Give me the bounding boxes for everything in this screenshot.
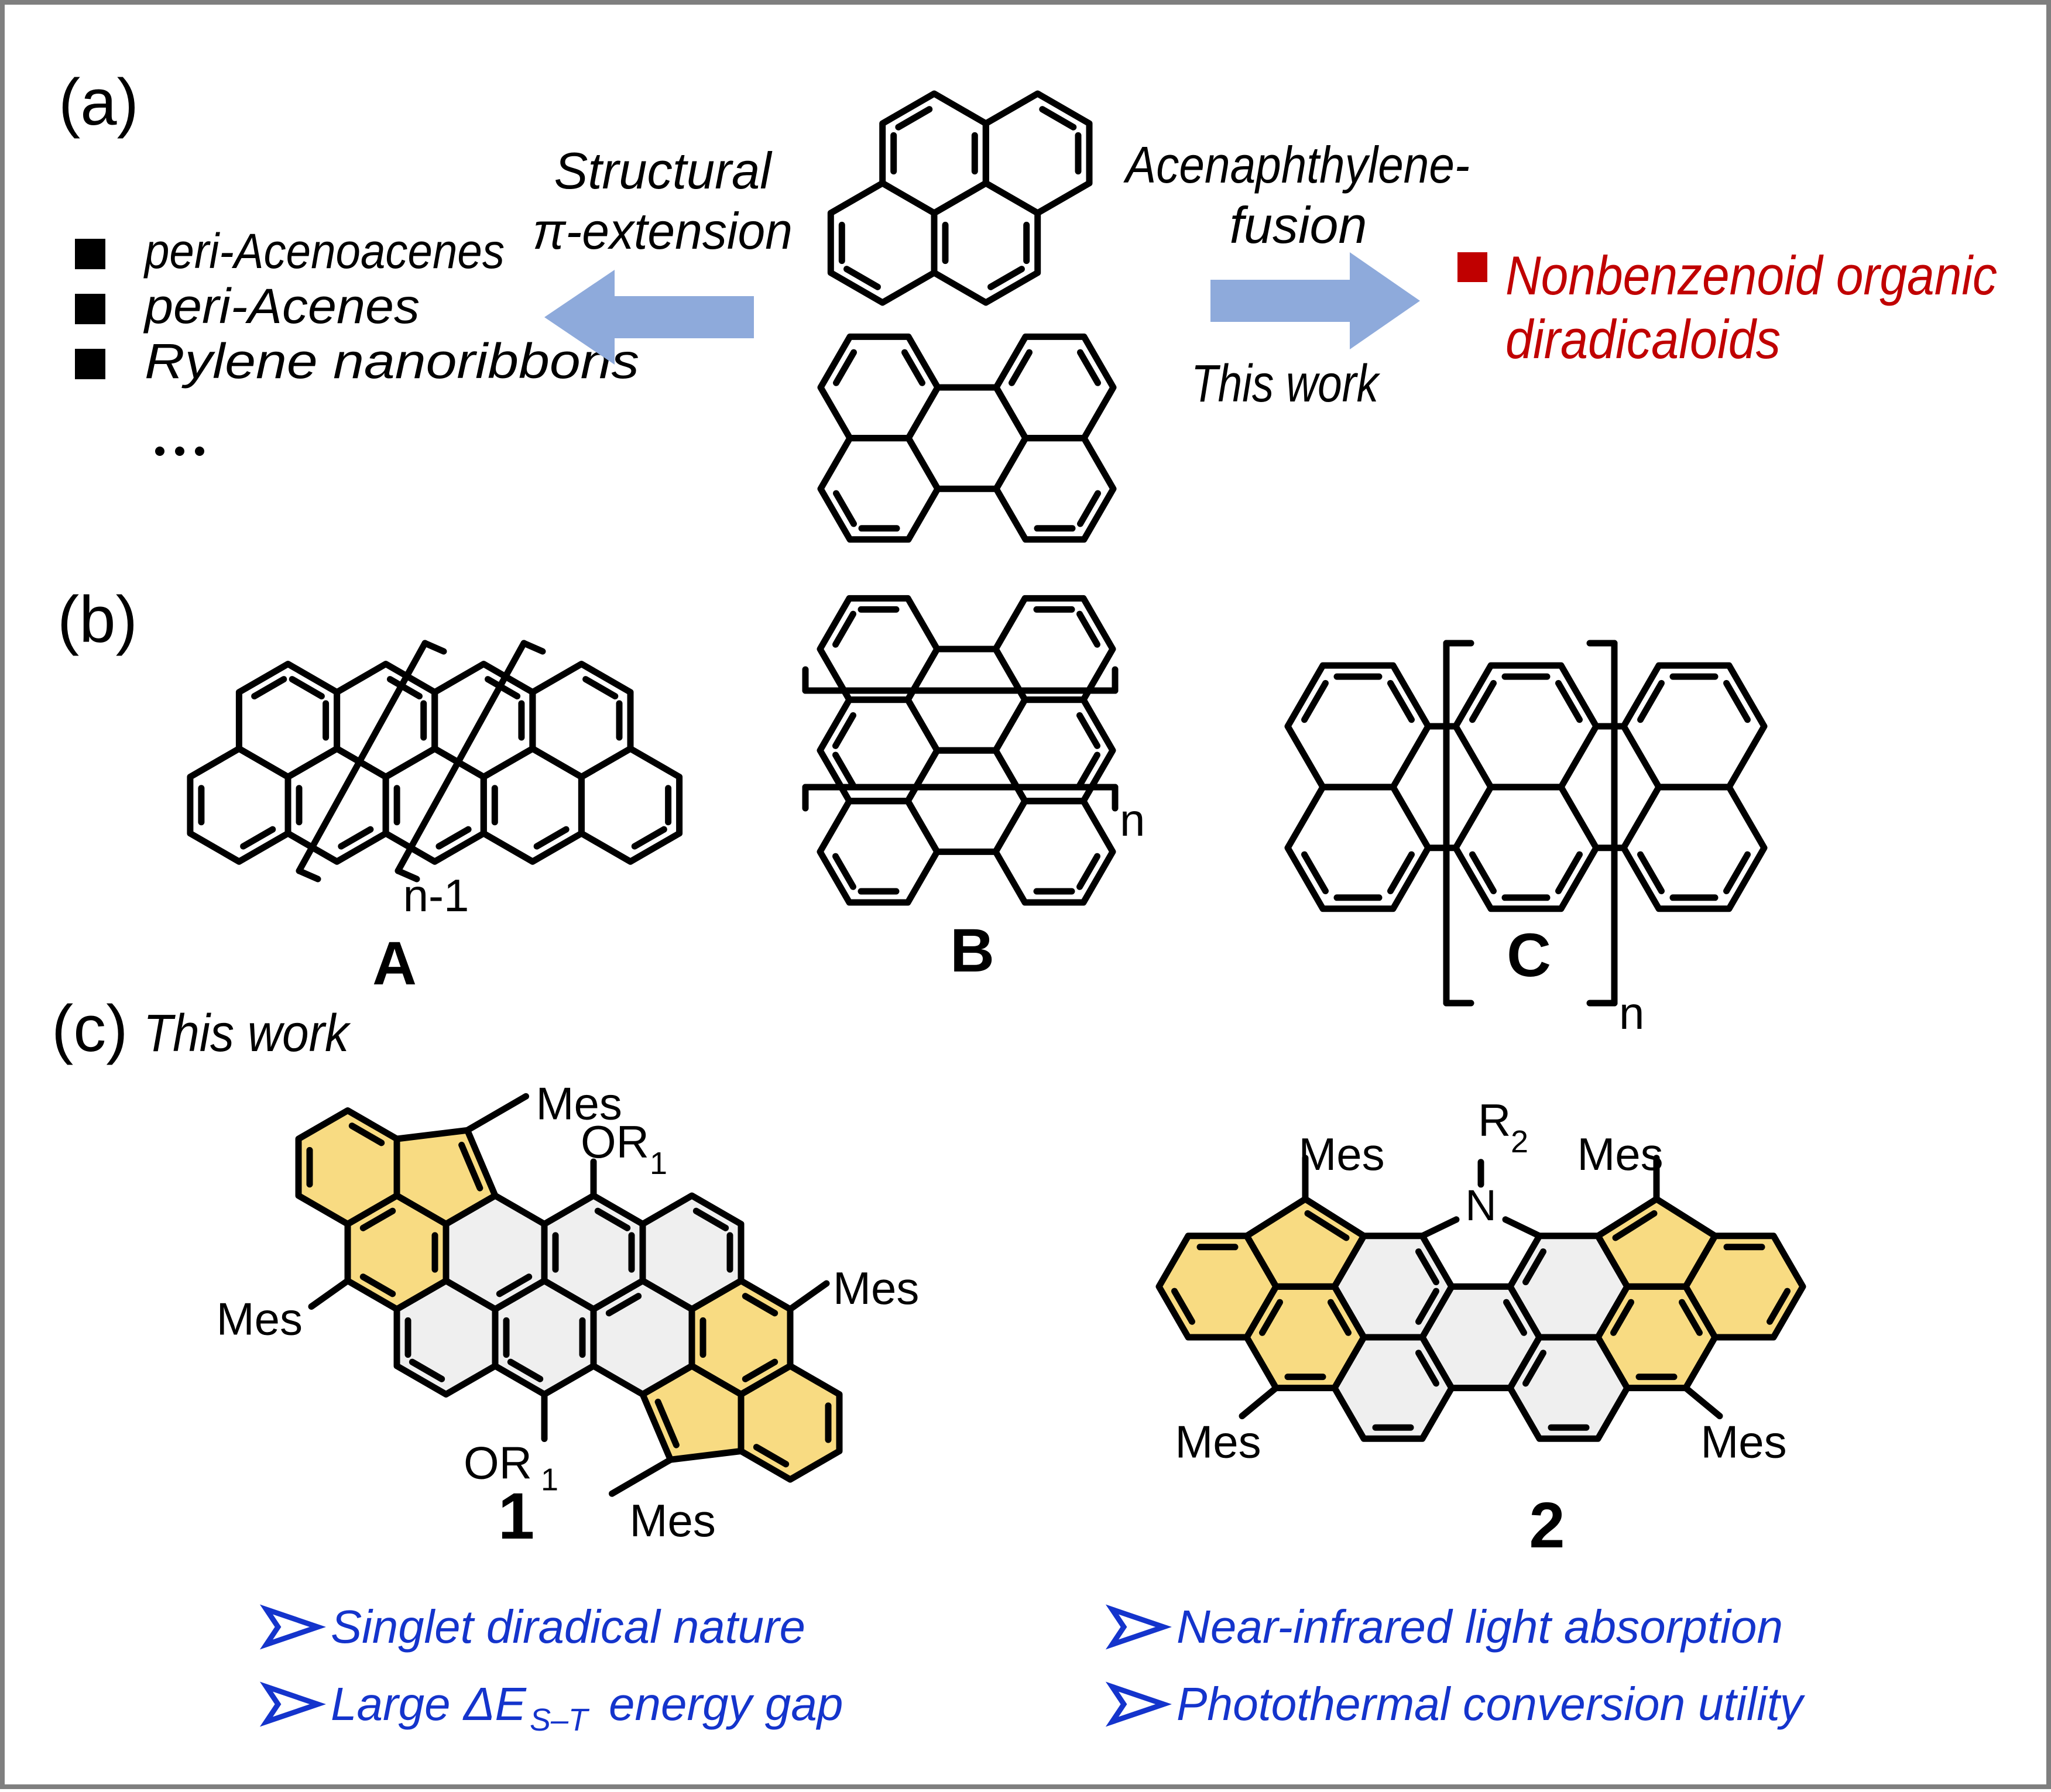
svg-text:fusion: fusion: [1230, 196, 1367, 254]
svg-text:Large ΔE: Large ΔE: [331, 1678, 527, 1730]
svg-text:A: A: [372, 929, 417, 998]
svg-text:n: n: [1619, 987, 1644, 1039]
svg-text:Mes: Mes: [630, 1495, 716, 1546]
svg-text:C: C: [1507, 921, 1551, 990]
svg-text:(a): (a): [59, 66, 139, 139]
svg-text:This work: This work: [143, 1004, 351, 1063]
svg-text:(b): (b): [57, 583, 138, 656]
svg-text:Mes: Mes: [833, 1262, 919, 1314]
svg-text:1: 1: [498, 1479, 534, 1553]
svg-text:Near-infrared light absorption: Near-infrared light absorption: [1177, 1601, 1783, 1653]
svg-text:This work: This work: [1191, 355, 1380, 413]
svg-text:π-extension: π-extension: [533, 202, 793, 260]
svg-text:Mes: Mes: [536, 1077, 622, 1129]
svg-text:(c): (c): [52, 992, 128, 1065]
svg-text:energy gap: energy gap: [609, 1678, 843, 1730]
svg-text:peri-Acenoacenes: peri-Acenoacenes: [143, 224, 505, 279]
svg-text:Mes: Mes: [1700, 1416, 1786, 1468]
svg-text:B: B: [950, 916, 994, 985]
svg-text:Singlet diradical nature: Singlet diradical nature: [331, 1601, 805, 1653]
svg-text:OR: OR: [464, 1437, 532, 1489]
svg-text:Mes: Mes: [217, 1293, 303, 1345]
svg-text:1: 1: [650, 1146, 667, 1181]
svg-text:n: n: [1120, 794, 1145, 846]
svg-text:1: 1: [541, 1463, 558, 1498]
svg-text:diradicaloids: diradicaloids: [1505, 308, 1781, 370]
svg-text:Mes: Mes: [1298, 1128, 1384, 1180]
svg-text:Acenaphthylene-: Acenaphthylene-: [1123, 136, 1470, 194]
svg-text:n-1: n-1: [403, 870, 469, 921]
svg-text:Nonbenzenoid organic: Nonbenzenoid organic: [1505, 245, 1997, 306]
svg-text:R: R: [1478, 1094, 1511, 1146]
svg-text:2: 2: [1529, 1489, 1565, 1561]
svg-text:OR: OR: [581, 1116, 649, 1168]
svg-text:N: N: [1465, 1181, 1496, 1230]
svg-text:Rylene nanoribbons: Rylene nanoribbons: [145, 334, 639, 389]
svg-text:Structural: Structural: [554, 142, 773, 200]
svg-text:peri-Acenes: peri-Acenes: [143, 279, 420, 334]
svg-text:Mes: Mes: [1577, 1128, 1663, 1180]
svg-text:Mes: Mes: [1175, 1416, 1261, 1468]
svg-text:S–T: S–T: [530, 1702, 590, 1738]
svg-text:2: 2: [1511, 1124, 1528, 1159]
svg-text:Photothermal conversion utilit: Photothermal conversion utility: [1177, 1678, 1806, 1730]
